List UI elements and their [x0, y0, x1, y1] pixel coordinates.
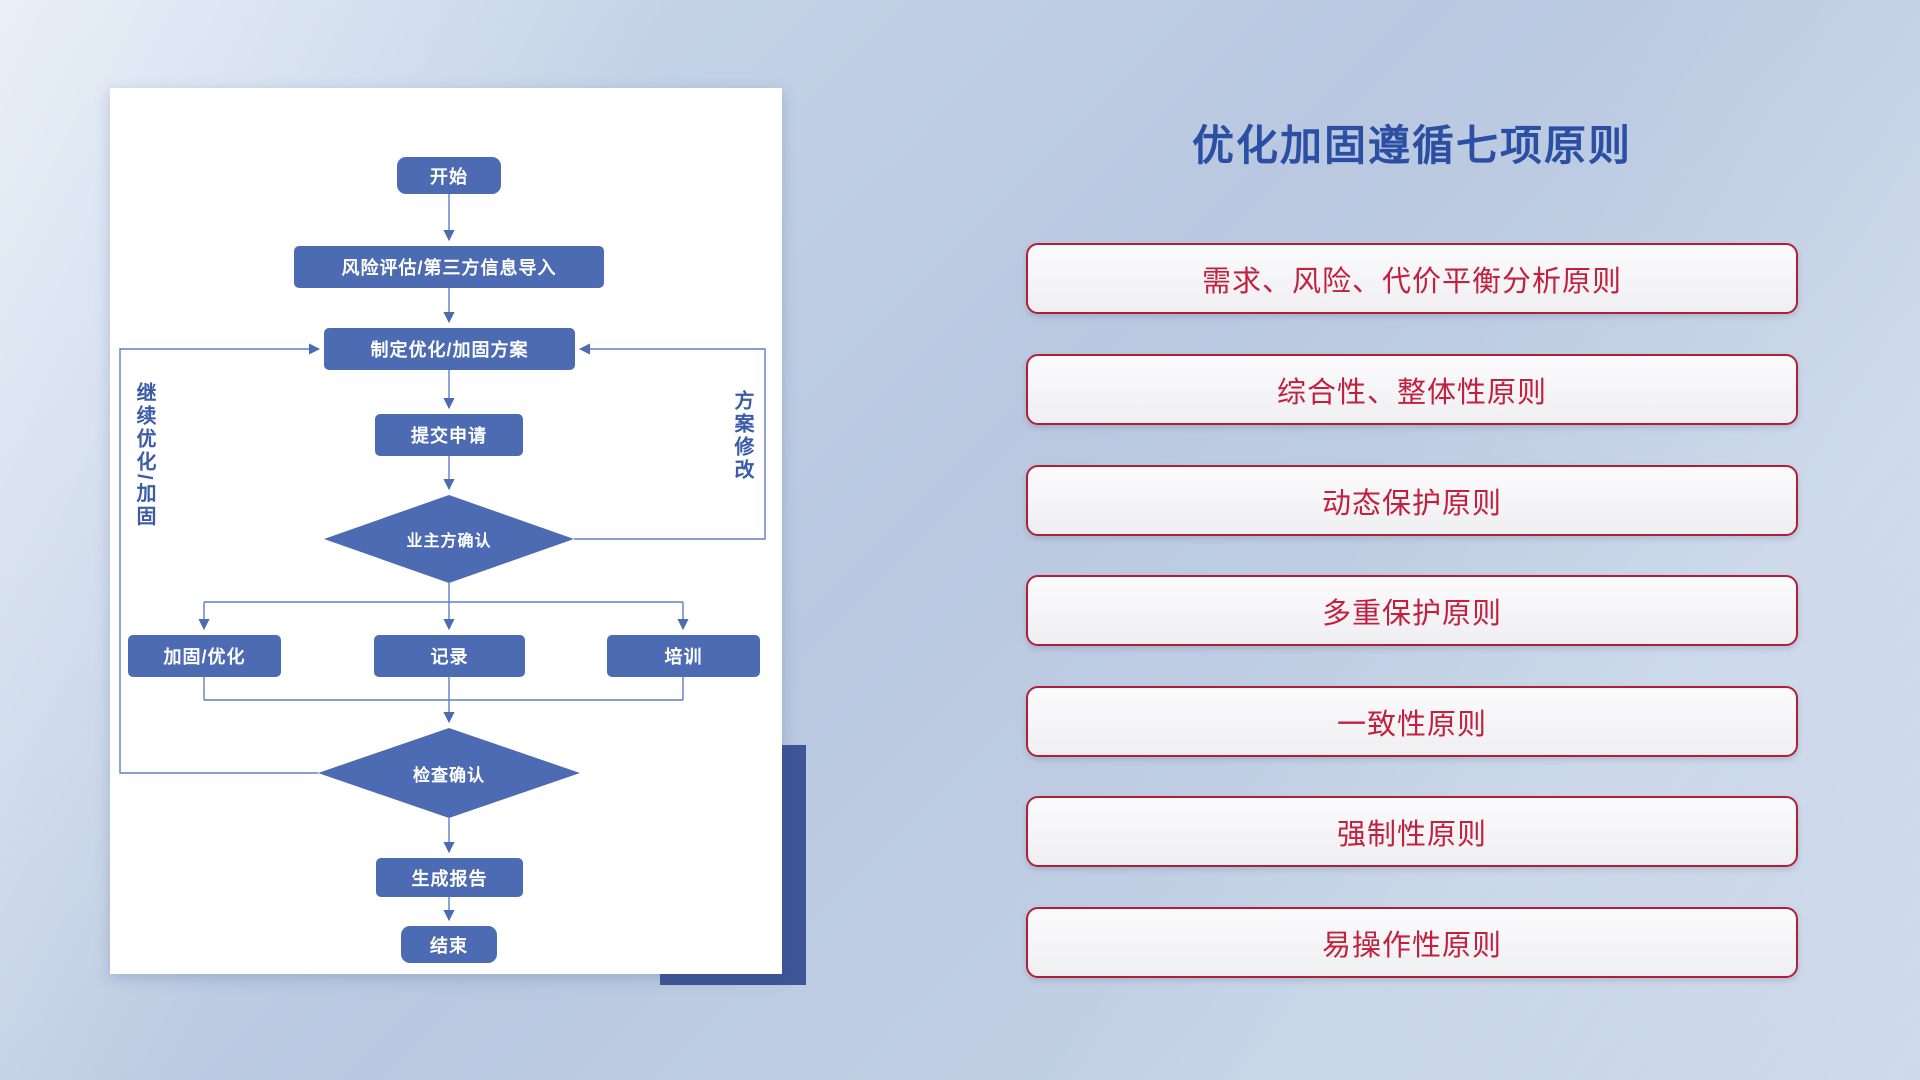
principle-item-1: 需求、风险、代价平衡分析原则 [1026, 243, 1798, 314]
loop-label-plan-revision: 方案修改 [731, 390, 753, 482]
flow-node-make-plan: 制定优化/加固方案 [324, 328, 575, 370]
flowchart-card: 开始 风险评估/第三方信息导入 制定优化/加固方案 提交申请 业主方确认 加固/… [110, 88, 782, 974]
flow-node-training: 培训 [607, 635, 760, 677]
principle-item-5: 一致性原则 [1026, 686, 1798, 757]
loop-label-continue-optimize: 继续优化/加固 [133, 382, 155, 529]
principle-item-6: 强制性原则 [1026, 796, 1798, 867]
principle-item-2: 综合性、整体性原则 [1026, 354, 1798, 425]
flowchart-connectors [119, 194, 766, 922]
flow-node-record: 记录 [374, 635, 525, 677]
flow-node-end: 结束 [401, 926, 497, 963]
flow-node-generate-report: 生成报告 [376, 858, 523, 897]
page-title: 优化加固遵循七项原则 [1191, 122, 1632, 169]
flow-node-start: 开始 [397, 157, 501, 194]
principle-item-4: 多重保护原则 [1026, 575, 1798, 646]
flow-node-reinforce-optimize: 加固/优化 [128, 635, 281, 677]
flow-node-risk-assessment: 风险评估/第三方信息导入 [294, 246, 604, 288]
principle-item-7: 易操作性原则 [1026, 907, 1798, 978]
flow-node-submit-application: 提交申请 [375, 414, 523, 456]
principle-item-3: 动态保护原则 [1026, 465, 1798, 536]
